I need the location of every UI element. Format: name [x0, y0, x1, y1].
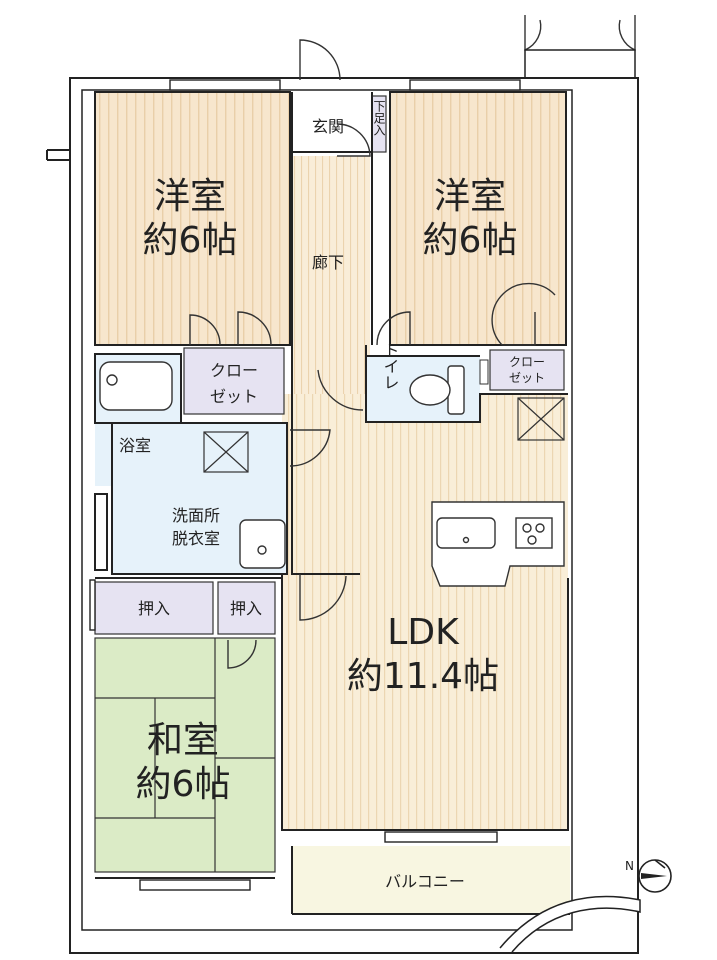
windows — [89, 79, 521, 891]
ldk-size: 約11.4帖 — [347, 656, 499, 697]
pantry-icon — [517, 397, 565, 441]
washbasin-icon — [239, 519, 286, 569]
closet-2-floor — [489, 349, 565, 391]
closet-1-floor — [183, 347, 285, 415]
western-room-2-name: 洋室 — [434, 176, 506, 217]
closet-1-line2: ゼット — [210, 387, 258, 406]
tatami-mats — [94, 637, 276, 873]
japanese-room-size: 約6帖 — [136, 764, 231, 805]
toilet-label: トイレ — [381, 342, 400, 390]
kitchen-counter-icon — [431, 501, 565, 587]
closet-1-line1: クロー — [210, 361, 258, 380]
ldk-name: LDK — [387, 612, 460, 653]
western-room-1-size: 約6帖 — [143, 220, 238, 261]
closet-2-line1: クロー — [509, 355, 545, 369]
ldk-floor — [282, 394, 568, 830]
western-room-1-floor — [95, 92, 290, 345]
entrance-label: 玄関 — [312, 117, 344, 136]
shoe-box-label: 下足入 — [372, 100, 386, 136]
balcony-floor — [292, 846, 570, 914]
bath-label: 浴室 — [119, 436, 151, 455]
refrigerator-space — [479, 359, 489, 385]
closet-2-line2: ゼット — [509, 371, 545, 385]
western-room-1-name: 洋室 — [154, 176, 226, 217]
service-balcony — [524, 49, 636, 79]
balcony-rail — [499, 895, 641, 953]
oshiire-2-label: 押入 — [230, 599, 262, 618]
oshiire-1-floor — [94, 581, 214, 635]
balcony-label: バルコニー — [385, 872, 465, 891]
washroom-line2: 脱衣室 — [172, 529, 220, 548]
compass-label: N — [625, 859, 634, 873]
entrance-floor — [292, 92, 372, 152]
corridor-label: 廊下 — [312, 253, 344, 272]
japanese-room-name: 和室 — [147, 720, 219, 761]
oshiire-1-label: 押入 — [138, 599, 170, 618]
western-room-2-floor — [390, 92, 566, 345]
japanese-room-floor — [95, 638, 275, 872]
western-room-2-size: 約6帖 — [423, 220, 518, 261]
washroom-line1: 洗面所 — [172, 506, 220, 525]
oshiire-2-floor — [217, 581, 276, 635]
internal-walls — [94, 91, 570, 915]
toilet-icon — [409, 365, 465, 415]
washing-machine-icon — [203, 431, 249, 473]
bathtub-icon — [99, 361, 173, 411]
door-swings — [189, 15, 636, 669]
north-arrow-icon: N — [625, 859, 672, 893]
